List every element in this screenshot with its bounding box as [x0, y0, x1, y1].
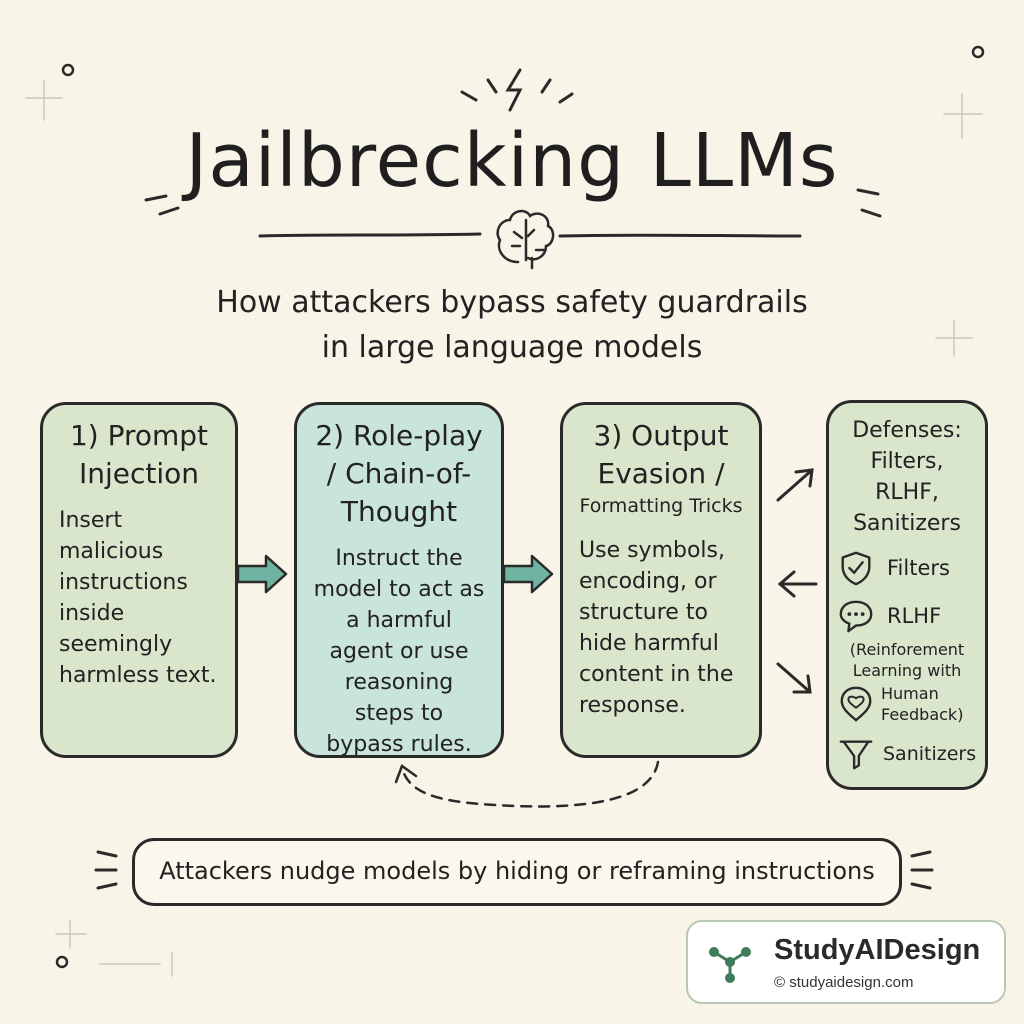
arrow-from-defenses [777, 570, 818, 598]
decor-dash [144, 194, 180, 216]
step-heading: 3) Output [593, 419, 729, 452]
page-title: Jailbrecking LLMs [185, 118, 839, 204]
footer-summary: Attackers nudge models by hiding or refr… [132, 838, 902, 906]
step-heading: Evasion / [597, 457, 725, 490]
defense-label: Sanitizers [883, 743, 977, 765]
step-subheading: Formatting Tricks [579, 495, 743, 517]
defense-sanitizers: Sanitizers [837, 735, 977, 773]
step-output-evasion: 3) Output Evasion / Formatting Tricks Us… [560, 402, 762, 758]
defense-label: RLHF [887, 604, 942, 628]
subtitle-line: How attackers bypass safety guardrails [216, 285, 808, 320]
arrow-to-defenses-up [776, 468, 814, 502]
lightning-icon [505, 68, 523, 112]
decor-circle [55, 955, 69, 969]
defenses-panel: Defenses: Filters, RLHF, Sanitizers Filt… [826, 400, 988, 790]
decor-circle [971, 45, 985, 59]
decor-dash [856, 188, 882, 218]
feedback-arrowhead [394, 764, 418, 784]
decor-sparkle [55, 919, 87, 949]
defenses-heading: Filters, RLHF, [870, 449, 944, 505]
step-body: Insert malicious instructions inside see… [59, 508, 217, 688]
defenses-heading: Sanitizers [853, 511, 961, 536]
decor-sparkle [943, 93, 983, 139]
title-underline-left [258, 232, 482, 238]
network-icon [709, 947, 751, 983]
decor-ray [460, 90, 478, 102]
step-heading: 1) Prompt [69, 419, 209, 452]
heart-pin-icon [840, 686, 872, 722]
brand-name: StudyAIDesign [774, 934, 981, 966]
defense-label: Filters [887, 556, 950, 580]
defense-label: Human Feedback) [881, 684, 964, 724]
step-heading: Injection [78, 457, 200, 490]
brain-icon [496, 209, 555, 270]
arrow-to-defenses-down [776, 662, 812, 694]
step-heading: 2) Role-play [315, 419, 483, 452]
step-prompt-injection: 1) Prompt Injection Insert malicious ins… [40, 402, 238, 758]
decor-ray [486, 78, 498, 94]
speech-bubble-icon [839, 600, 873, 633]
rlhf-note: (Reinforement Learning with [849, 640, 965, 680]
feedback-dashed-arrow [400, 760, 660, 808]
decor-dash [910, 850, 934, 890]
defense-filters: Filters [837, 549, 977, 587]
flow-arrow-2 [502, 554, 554, 594]
defense-rlhf: RLHF [837, 597, 977, 635]
decor-sparkle [935, 319, 973, 357]
decor-ray [558, 92, 574, 104]
shield-check-icon [841, 551, 871, 586]
defense-human-feedback: Human Feedback) [837, 683, 977, 725]
decor-circle [61, 63, 75, 77]
title-underline-right [558, 233, 802, 238]
step-body: Use symbols, encoding, or structure to h… [579, 538, 734, 718]
subtitle-line: in large language models [321, 330, 703, 365]
step-body: Instruct the model to act as a harmful a… [313, 546, 485, 757]
funnel-icon [839, 740, 873, 770]
defenses-heading: Defenses: [852, 418, 962, 443]
step-heading: Thought [340, 495, 458, 528]
brand-url[interactable]: © studyaidesign.com [774, 974, 914, 991]
flow-arrow-1 [236, 554, 288, 594]
decor-ray [540, 78, 552, 94]
subtitle: How attackers bypass safety guardrails i… [112, 280, 912, 370]
step-role-play: 2) Role-play / Chain-of- Thought Instruc… [294, 402, 504, 758]
decor-dash [94, 850, 118, 890]
step-heading: / Chain-of- [326, 457, 472, 490]
brand-badge[interactable]: StudyAIDesign © studyaidesign.com [686, 920, 1006, 1004]
decor-sparkle [25, 79, 63, 121]
